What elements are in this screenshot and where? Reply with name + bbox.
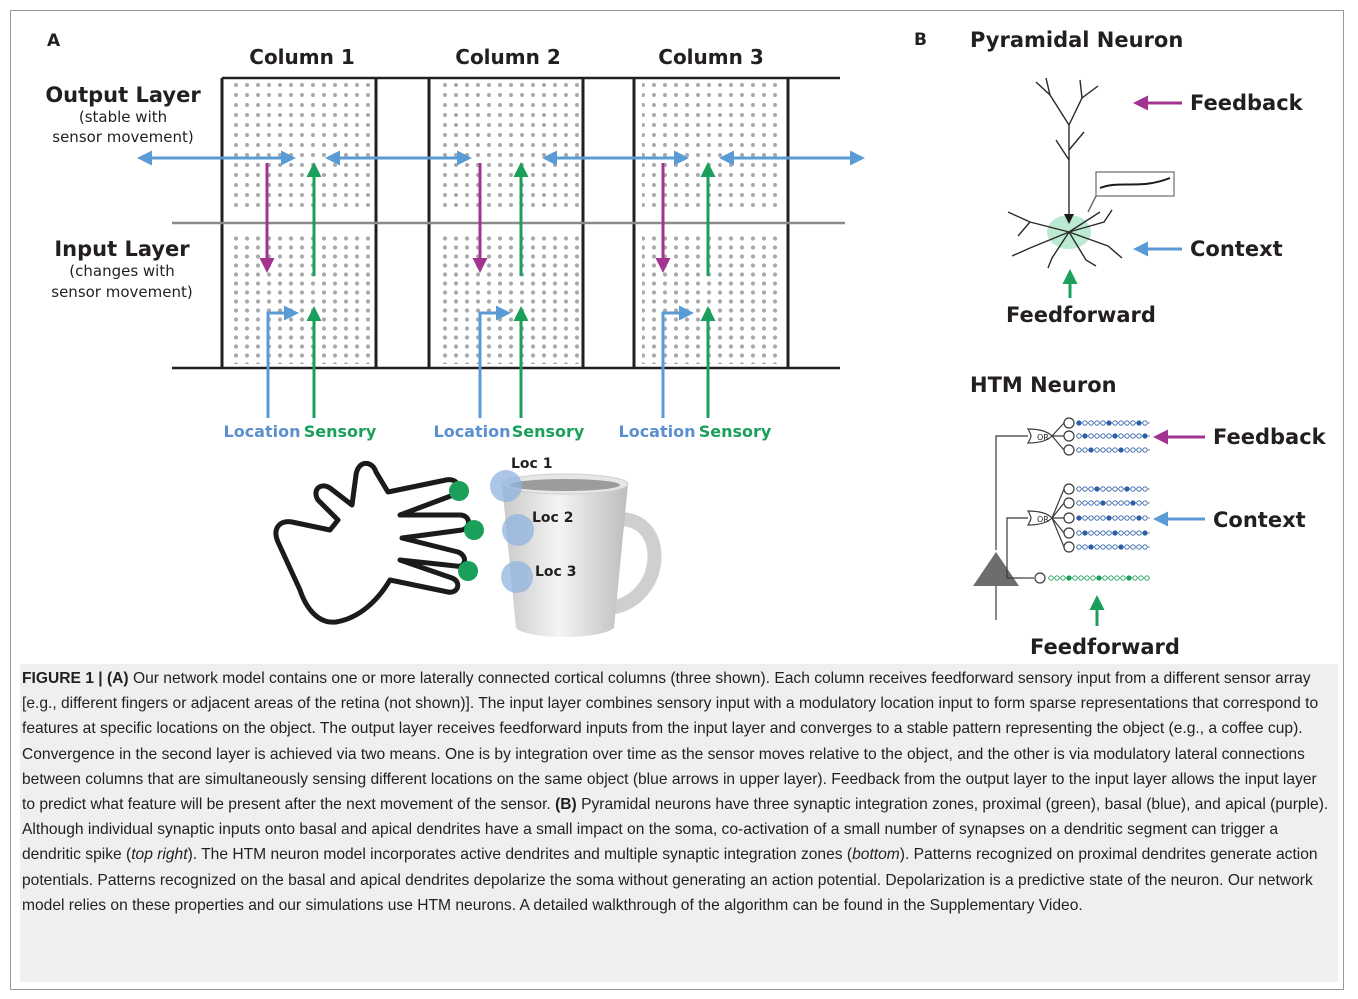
pyramidal-feedback-label: Feedback — [1190, 91, 1304, 115]
htm-or-label-2: OR — [1037, 515, 1049, 524]
loc-2-label: Loc 2 — [532, 510, 573, 526]
fingertip-1 — [449, 481, 469, 501]
feedback-arrows — [259, 163, 671, 273]
caption-b-label: (B) — [555, 796, 577, 814]
output-layer-sub1: (stable with — [79, 108, 167, 126]
sensory-label-2: Sensory — [512, 422, 585, 441]
output-layer-sub2: sensor movement) — [52, 128, 193, 146]
panel-a-label: A — [47, 31, 61, 51]
location-marker-2 — [502, 514, 534, 546]
pyramidal-soma — [1064, 214, 1074, 224]
location-marker-1 — [490, 470, 522, 502]
caption-background — [20, 664, 1338, 982]
sensory-label-1: Sensory — [304, 422, 377, 441]
hand-outline-icon — [273, 460, 471, 625]
htm-context-label: Context — [1213, 508, 1306, 532]
coffee-cup-image — [501, 473, 662, 637]
location-marker-3 — [501, 561, 533, 593]
fingertip-2 — [464, 520, 484, 540]
column-1-title: Column 1 — [249, 45, 354, 69]
feedforward-arrows — [306, 162, 716, 418]
location-arrows — [266, 305, 694, 418]
htm-neuron-diagram — [973, 417, 1075, 620]
htm-neuron-title: HTM Neuron — [970, 373, 1117, 397]
sensory-label-3: Sensory — [699, 422, 772, 441]
input-layer-sub1: (changes with — [69, 262, 174, 280]
htm-or-label-1: OR — [1037, 433, 1049, 442]
location-label-2: Location — [434, 422, 511, 441]
htm-feedforward-label: Feedforward — [1030, 635, 1180, 659]
output-layer-title: Output Layer — [45, 83, 201, 107]
loc-1-label: Loc 1 — [511, 456, 552, 472]
panel-b-label: B — [914, 30, 927, 50]
caption-b-text-1: Pyramidal neurons have three synaptic in… — [22, 796, 1329, 864]
pyramidal-context-label: Context — [1190, 237, 1283, 261]
input-layer-sub2: sensor movement) — [51, 283, 192, 301]
cortical-column-2 — [427, 78, 585, 368]
figure-frame — [10, 10, 1344, 990]
figure-caption: FIGURE 1 | (A) Our network model contain… — [22, 666, 1332, 918]
loc-3-label: Loc 3 — [535, 564, 576, 580]
column-3-title: Column 3 — [658, 45, 763, 69]
location-label-1: Location — [224, 422, 301, 441]
caption-b-text-2: ). The HTM neuron model incorporates act… — [187, 846, 853, 864]
caption-b-text-3: ). Patterns recognized on proximal dendr… — [22, 846, 1318, 914]
fingertip-3 — [458, 561, 478, 581]
caption-figure-label: FIGURE 1 | — [22, 670, 103, 687]
cortical-column-1 — [220, 78, 378, 368]
column-2-title: Column 2 — [455, 45, 560, 69]
caption-a-text: Our network model contains one or more l… — [22, 670, 1319, 814]
caption-b-italic-2: bottom — [852, 846, 900, 864]
input-layer-title: Input Layer — [54, 237, 190, 261]
caption-a-label: (A) — [106, 670, 129, 687]
htm-feedback-label: Feedback — [1213, 425, 1327, 449]
location-label-3: Location — [619, 422, 696, 441]
pyramidal-neuron-drawing — [1007, 77, 1175, 269]
cortical-column-3 — [632, 78, 790, 368]
caption-b-italic-1: top right — [131, 846, 188, 864]
pyramidal-feedforward-label: Feedforward — [1006, 303, 1156, 327]
figure-panels: A Column 1 Column 2 Column 3 Output Laye… — [45, 28, 1327, 659]
pyramidal-neuron-title: Pyramidal Neuron — [970, 28, 1183, 52]
htm-synapse-rows — [1048, 420, 1150, 581]
